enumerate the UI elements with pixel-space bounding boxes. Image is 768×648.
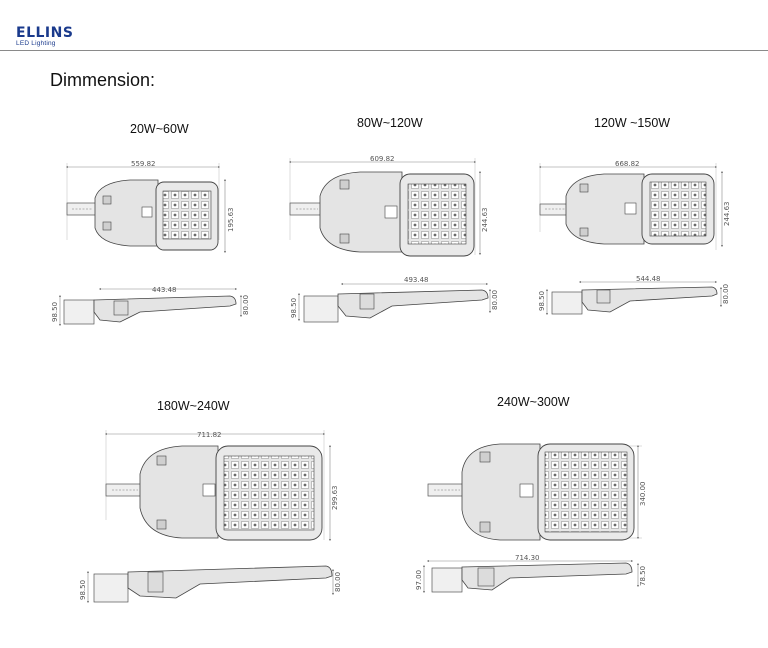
brand-tagline: LED Lighting — [16, 40, 56, 47]
dim-80-120w-side-height-left: 98.50 — [290, 298, 298, 318]
drawing-120-150w-top: 668.82 244.63 — [538, 160, 731, 250]
brand-name: ELLINS — [16, 25, 74, 41]
dim-120-150w-side-height-right: 80.00 — [722, 284, 730, 304]
drawing-180-240w-top: 711.82 299.63 — [104, 430, 339, 542]
drawing-180-240w-side: 98.50 80.00 — [79, 565, 342, 604]
dim-240-300w-side-height-left: 97.00 — [415, 570, 423, 590]
drawing-240-300w-side: 714.30 97.00 78.50 — [415, 554, 647, 594]
dim-20-60w-width: 559.82 — [131, 160, 156, 168]
dim-180-240w-depth: 299.63 — [331, 486, 339, 511]
dim-180-240w-side-height-right: 80.00 — [334, 572, 342, 592]
dim-80-120w-width: 609.82 — [370, 155, 395, 163]
drawing-20-60w-top: 559.82 195.63 — [65, 160, 235, 254]
model-label-80-120w: 80W~120W — [357, 116, 423, 130]
brand-logo: ELLINS LED Lighting — [16, 26, 73, 48]
dim-80-120w-side-height-right: 80.00 — [491, 290, 499, 310]
dim-20-60w-side-length: 443.48 — [152, 286, 177, 294]
dim-180-240w-side-height-left: 98.50 — [79, 580, 87, 600]
dim-80-120w-side-length: 493.48 — [404, 276, 429, 284]
dim-120-150w-depth: 244.63 — [723, 202, 731, 227]
dim-240-300w-depth: 340.00 — [639, 482, 647, 507]
dim-20-60w-side-height-left: 98.50 — [51, 302, 59, 322]
dim-180-240w-width: 711.82 — [197, 431, 222, 439]
dim-240-300w-side-length: 714.30 — [515, 554, 540, 562]
model-label-120-150w: 120W ~150W — [594, 116, 671, 130]
dim-20-60w-depth: 195.63 — [227, 208, 235, 233]
dim-120-150w-width: 668.82 — [615, 160, 640, 168]
model-label-240-300w: 240W~300W — [497, 395, 570, 409]
model-label-180-240w: 180W~240W — [157, 399, 230, 413]
drawing-80-120w-side: 493.48 98.50 80.00 — [290, 276, 499, 323]
dim-120-150w-side-length: 544.48 — [636, 275, 661, 283]
dim-80-120w-depth: 244.63 — [481, 208, 489, 233]
dim-20-60w-side-height-right: 80.00 — [242, 295, 250, 315]
drawing-20-60w-side: 443.48 98.50 80.00 — [51, 286, 250, 327]
dim-120-150w-side-height-left: 98.50 — [538, 291, 546, 311]
dim-240-300w-side-height-right: 78.50 — [639, 566, 647, 586]
drawing-240-300w-top: 340.00 — [427, 443, 647, 541]
model-label-20-60w: 20W~60W — [130, 122, 189, 136]
header-divider — [0, 50, 768, 51]
page-title: Dimmension: — [50, 70, 156, 90]
drawing-120-150w-side: 544.48 98.50 80.00 — [538, 275, 730, 316]
drawing-80-120w-top: 609.82 244.63 — [288, 155, 489, 257]
